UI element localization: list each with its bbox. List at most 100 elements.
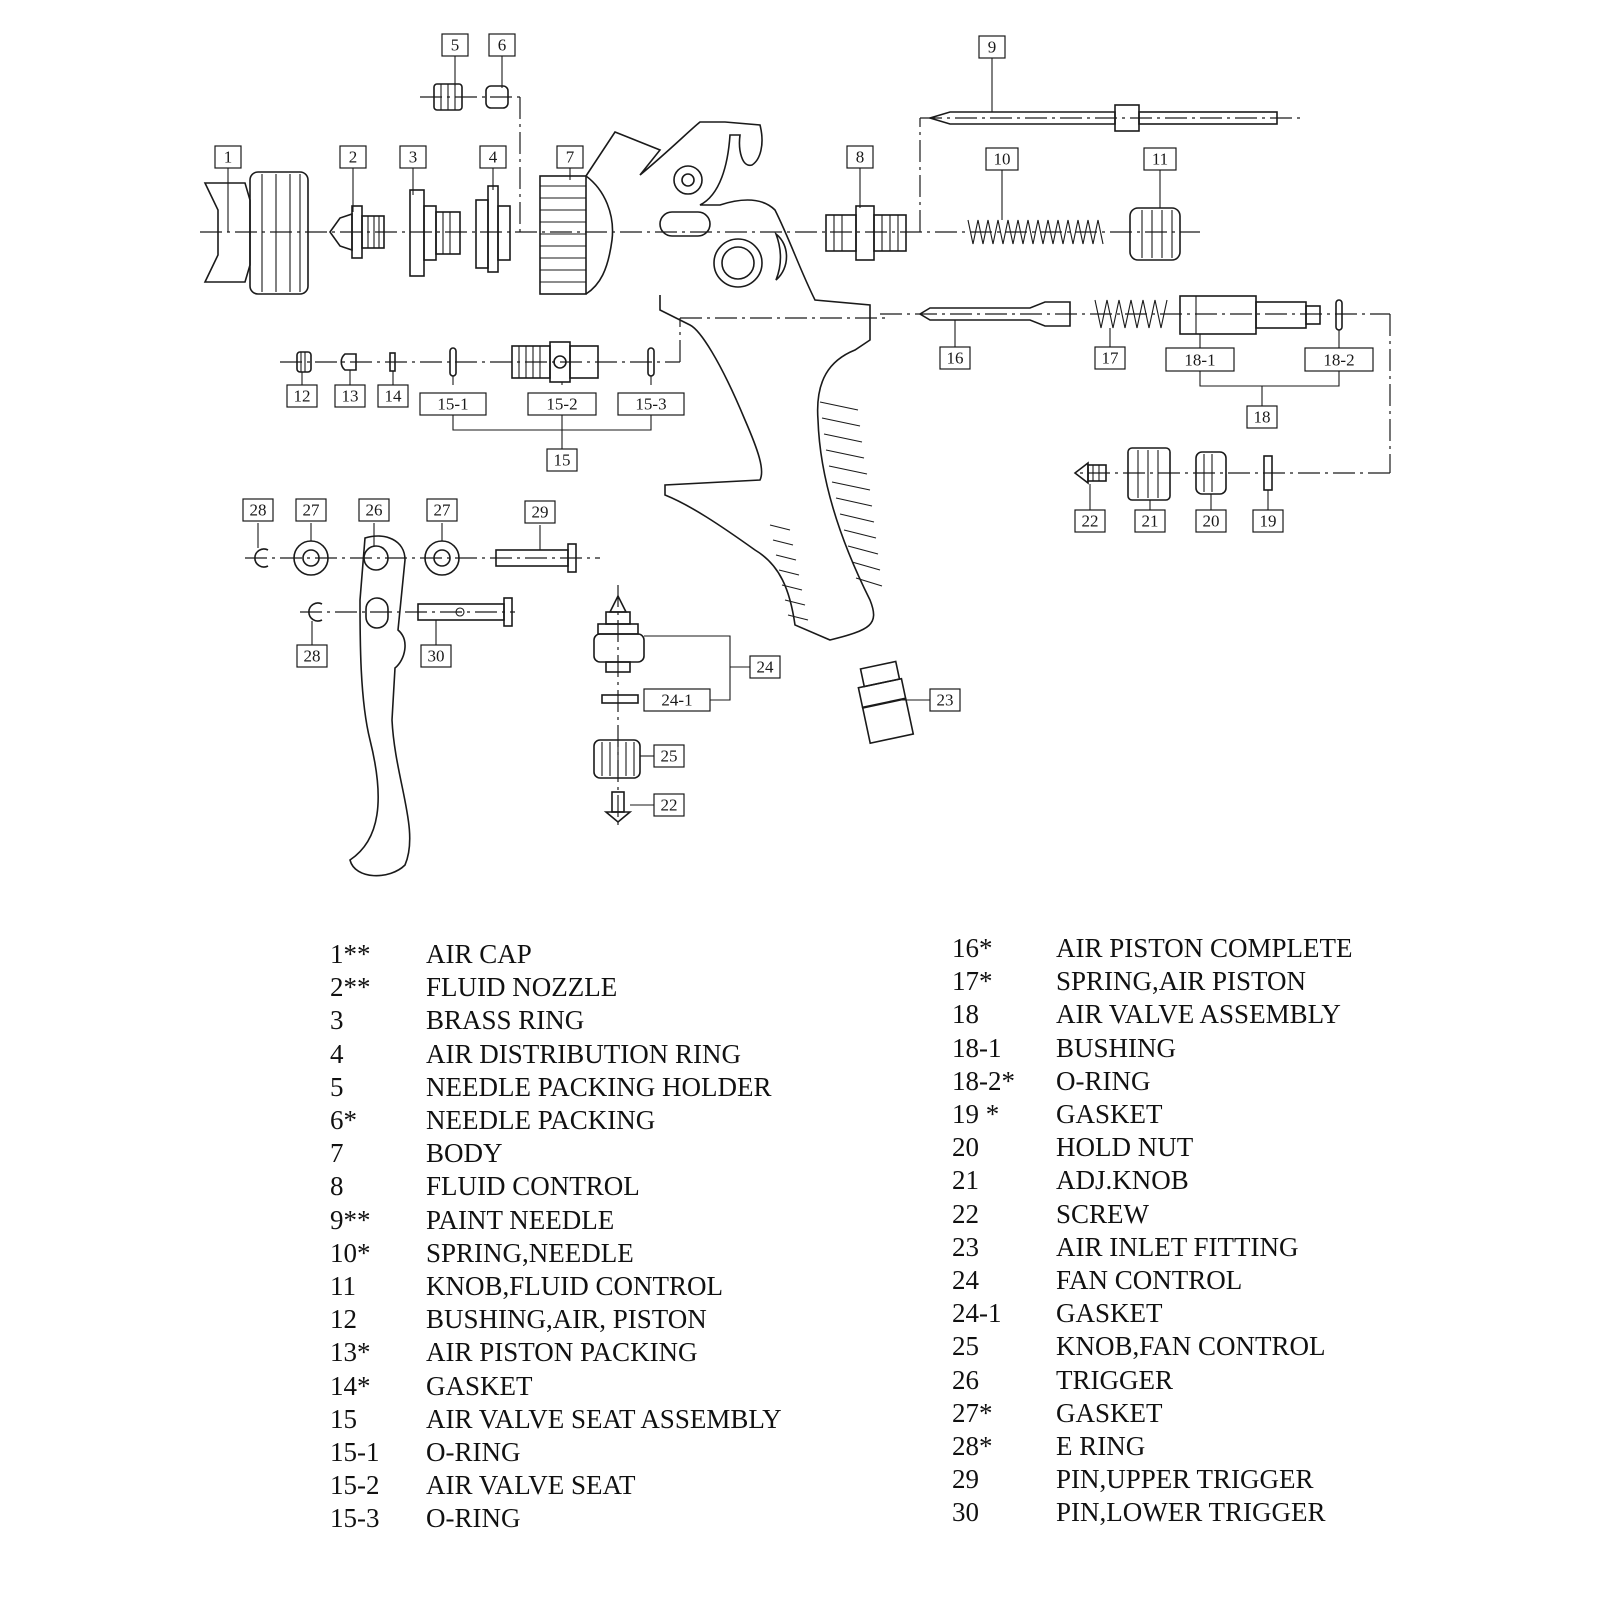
callout-14: 14 — [385, 387, 403, 406]
part-number: 18 — [952, 999, 979, 1030]
part-number: 24 — [952, 1265, 979, 1296]
part-name: HOLD NUT — [1056, 1132, 1194, 1163]
part-number: 18-1 — [952, 1032, 1002, 1063]
brass-ring-part — [409, 189, 461, 277]
part-number: 5 — [330, 1071, 344, 1102]
callout-26: 26 — [366, 501, 383, 520]
callout-19: 19 — [1260, 512, 1277, 531]
part-number: 9** — [330, 1204, 371, 1235]
part-number: 15 — [330, 1403, 357, 1434]
callout-22-right: 22 — [1082, 512, 1099, 531]
part-number: 14* — [330, 1370, 371, 1401]
part-number: 10* — [330, 1237, 371, 1268]
needle-packing-parts — [433, 83, 509, 111]
parts-list-row: 14* GASKET — [330, 1370, 782, 1403]
callout-16: 16 — [947, 349, 964, 368]
callout-1: 1 — [224, 148, 233, 167]
paint-needle-part — [927, 104, 1278, 132]
part-number: 13* — [330, 1337, 371, 1368]
parts-list-row: 28*E RING — [952, 1430, 1353, 1463]
part-name: O-RING — [1056, 1065, 1151, 1096]
leader-lines — [227, 56, 1340, 806]
callout-18-1: 18-1 — [1184, 351, 1215, 370]
callout-11: 11 — [1152, 150, 1168, 169]
part-number: 8 — [330, 1171, 344, 1202]
part-name: GASKET — [1056, 1099, 1163, 1130]
part-number: 27* — [952, 1397, 993, 1428]
trigger-part — [349, 535, 411, 877]
part-name: GASKET — [1056, 1298, 1163, 1329]
air-piston-spring-part — [1094, 299, 1168, 329]
part-number: 12 — [330, 1304, 357, 1335]
parts-list-row: 20 HOLD NUT — [952, 1131, 1353, 1164]
center-lines — [200, 96, 1391, 830]
fluid-control-part — [825, 205, 907, 261]
part-number: 20 — [952, 1132, 979, 1163]
part-number: 30 — [952, 1497, 979, 1528]
air-piston-small-parts — [296, 351, 396, 373]
part-name: AIR PISTON PACKING — [426, 1337, 698, 1368]
callout-9: 9 — [988, 38, 997, 57]
gun-body-part — [539, 121, 883, 641]
part-name: BUSHING,AIR, PISTON — [426, 1304, 707, 1335]
part-number: 11 — [330, 1271, 356, 1302]
part-number: 7 — [330, 1138, 344, 1169]
callout-6: 6 — [498, 36, 507, 55]
adjustment-knob-parts — [1073, 447, 1273, 501]
part-name: AIR INLET FITTING — [1056, 1231, 1299, 1262]
part-number: 21 — [952, 1165, 979, 1196]
callout-10: 10 — [994, 150, 1011, 169]
callout-27-right: 27 — [434, 501, 452, 520]
callout-20: 20 — [1203, 512, 1220, 531]
air-piston-part — [918, 301, 1071, 327]
fluid-control-knob-part — [1129, 207, 1181, 261]
parts-list-row: 19 *GASKET — [952, 1098, 1353, 1131]
callout-21: 21 — [1142, 512, 1159, 531]
part-name: FAN CONTROL — [1056, 1265, 1243, 1296]
part-name: O-RING — [426, 1437, 521, 1468]
callout-3: 3 — [409, 148, 418, 167]
callout-4: 4 — [489, 148, 498, 167]
callout-23: 23 — [937, 691, 954, 710]
part-number: 16* — [952, 933, 993, 963]
parts-list-row: 6*NEEDLE PACKING — [330, 1104, 782, 1137]
callout-30: 30 — [428, 647, 445, 666]
part-name: SPRING,NEEDLE — [426, 1237, 634, 1268]
part-name: GASKET — [426, 1370, 533, 1401]
part-name: KNOB,FLUID CONTROL — [426, 1271, 723, 1302]
part-name: ADJ.KNOB — [1056, 1165, 1189, 1196]
fluid-nozzle-part — [329, 205, 385, 259]
callout-18-2: 18-2 — [1323, 351, 1354, 370]
parts-list-row: 7 BODY — [330, 1137, 782, 1170]
part-name: FLUID NOZZLE — [426, 972, 618, 1003]
needle-spring-part — [967, 219, 1104, 245]
air-distribution-ring-part — [475, 185, 511, 273]
air-valve-seat-parts — [449, 341, 655, 383]
parts-list-row: 9** PAINT NEEDLE — [330, 1204, 782, 1237]
part-name: AIR DISTRIBUTION RING — [426, 1038, 741, 1069]
part-name: O-RING — [426, 1503, 521, 1534]
part-name: PAINT NEEDLE — [426, 1204, 615, 1235]
part-name: PIN,LOWER TRIGGER — [1056, 1497, 1326, 1528]
trigger-pins-and-rings — [254, 540, 577, 627]
exploded-view-diagram: 1 2 3 4 5 6 7 8 9 10 11 12 13 14 15-1 15… — [200, 33, 1391, 877]
part-number: 15-2 — [330, 1470, 380, 1501]
part-number: 25 — [952, 1331, 979, 1362]
parts-list-row: 17*SPRING,AIR PISTON — [952, 965, 1353, 998]
part-name: BODY — [426, 1138, 503, 1169]
part-number: 29 — [952, 1464, 979, 1495]
callout-22-bottom: 22 — [661, 796, 678, 815]
callout-28-top: 28 — [250, 501, 267, 520]
part-number: 1** — [330, 939, 371, 969]
